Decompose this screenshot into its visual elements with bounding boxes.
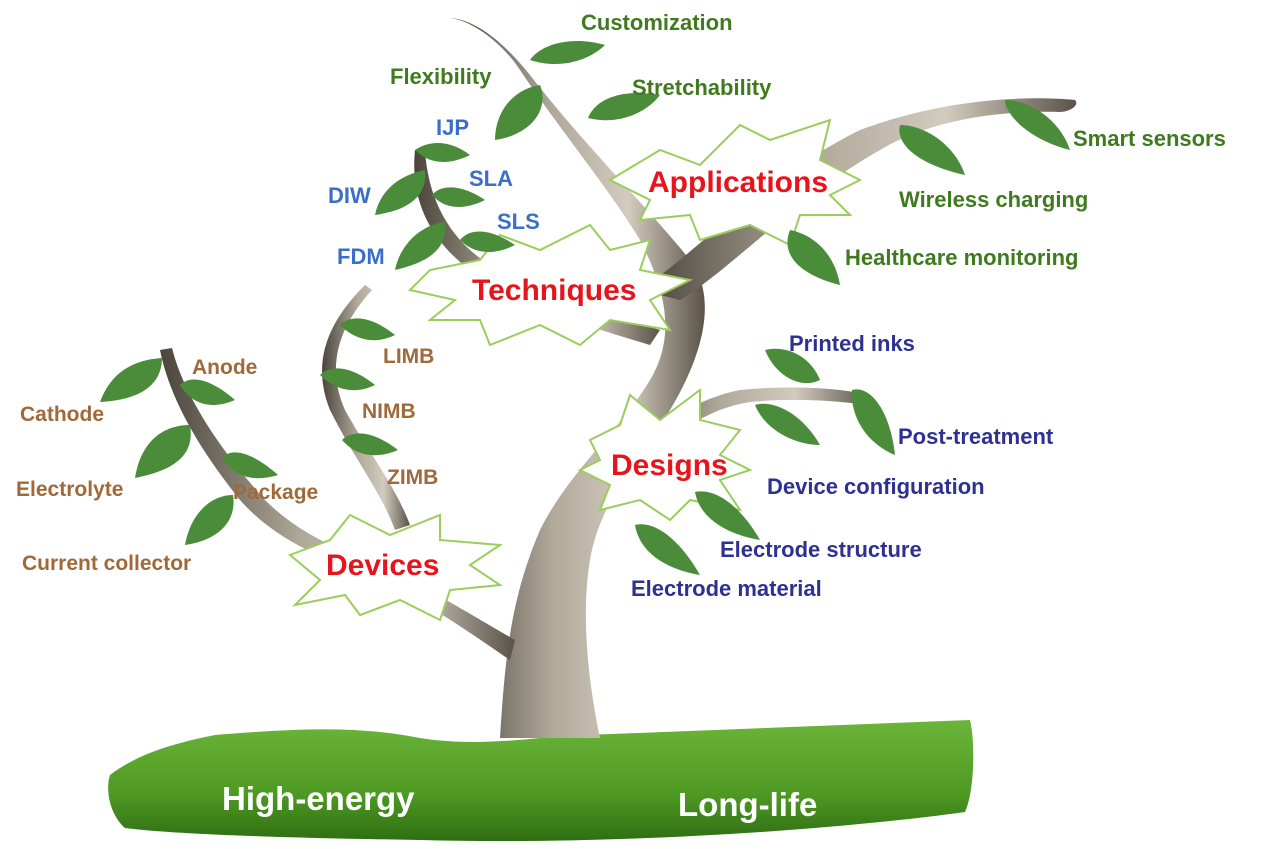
category-techniques: Techniques: [472, 274, 637, 307]
starburst-designs: [577, 388, 753, 522]
leaf: [375, 170, 426, 215]
label-zimb: ZIMB: [387, 466, 439, 489]
leaf: [1005, 100, 1070, 150]
leaf: [460, 231, 515, 252]
leaf: [635, 524, 700, 575]
leaf: [320, 368, 375, 391]
leaf: [755, 403, 820, 445]
label-wireless-charging: Wireless charging: [899, 187, 1089, 212]
label-ijp: IJP: [436, 115, 470, 140]
leaf: [787, 230, 840, 285]
leaf: [180, 379, 235, 405]
category-designs: Designs: [611, 449, 728, 482]
label-cathode: Cathode: [20, 403, 104, 426]
label-electrolyte: Electrolyte: [16, 478, 124, 501]
label-diw: DIW: [328, 183, 371, 208]
label-healthcare-monitoring: Healthcare monitoring: [845, 245, 1079, 270]
label-current-collector: Current collector: [22, 552, 192, 575]
leaf: [765, 348, 820, 384]
label-printed-inks: Printed inks: [789, 331, 915, 356]
leaf: [415, 143, 470, 162]
label-device-configuration: Device configuration: [767, 474, 985, 499]
ground: [108, 720, 974, 842]
leaf: [222, 452, 278, 479]
leaf: [185, 495, 234, 545]
leaf: [851, 389, 895, 455]
ground-label-long-life: Long-life: [678, 786, 818, 823]
label-stretchability: Stretchability: [632, 75, 772, 100]
leaf: [135, 425, 191, 478]
starburst-techniques: [408, 223, 694, 347]
label-fdm: FDM: [337, 244, 385, 269]
label-limb: LIMB: [383, 345, 435, 368]
leaf: [395, 222, 446, 270]
label-anode: Anode: [192, 356, 258, 379]
branch-devices-mid: [322, 285, 410, 530]
leaves: [100, 40, 1070, 575]
label-customization: Customization: [581, 10, 733, 35]
leaf: [100, 358, 162, 402]
leaf: [530, 40, 605, 65]
leaf: [495, 85, 543, 140]
leaf: [432, 187, 485, 207]
branch-devices-left: [160, 348, 515, 660]
leaf: [340, 318, 395, 341]
leaf: [899, 125, 965, 175]
category-devices: Devices: [326, 549, 440, 582]
label-nimb: NIMB: [362, 400, 416, 423]
leaf: [588, 92, 660, 121]
starbursts: [288, 118, 863, 622]
label-flexibility: Flexibility: [390, 64, 492, 89]
label-smart-sensors: Smart sensors: [1073, 126, 1226, 151]
starburst-applications: [607, 118, 863, 247]
label-sls: SLS: [497, 209, 540, 234]
category-applications: Applications: [648, 166, 829, 199]
label-package: Package: [233, 481, 319, 504]
ground-label-high-energy: High-energy: [222, 780, 415, 817]
trunk: [450, 18, 705, 738]
starburst-devices: [288, 513, 503, 622]
label-electrode-structure: Electrode structure: [720, 537, 922, 562]
leaf: [342, 433, 398, 456]
label-sla: SLA: [469, 166, 513, 191]
label-post-treatment: Post-treatment: [898, 424, 1054, 449]
leaf: [695, 491, 760, 540]
label-electrode-material: Electrode material: [631, 576, 822, 601]
